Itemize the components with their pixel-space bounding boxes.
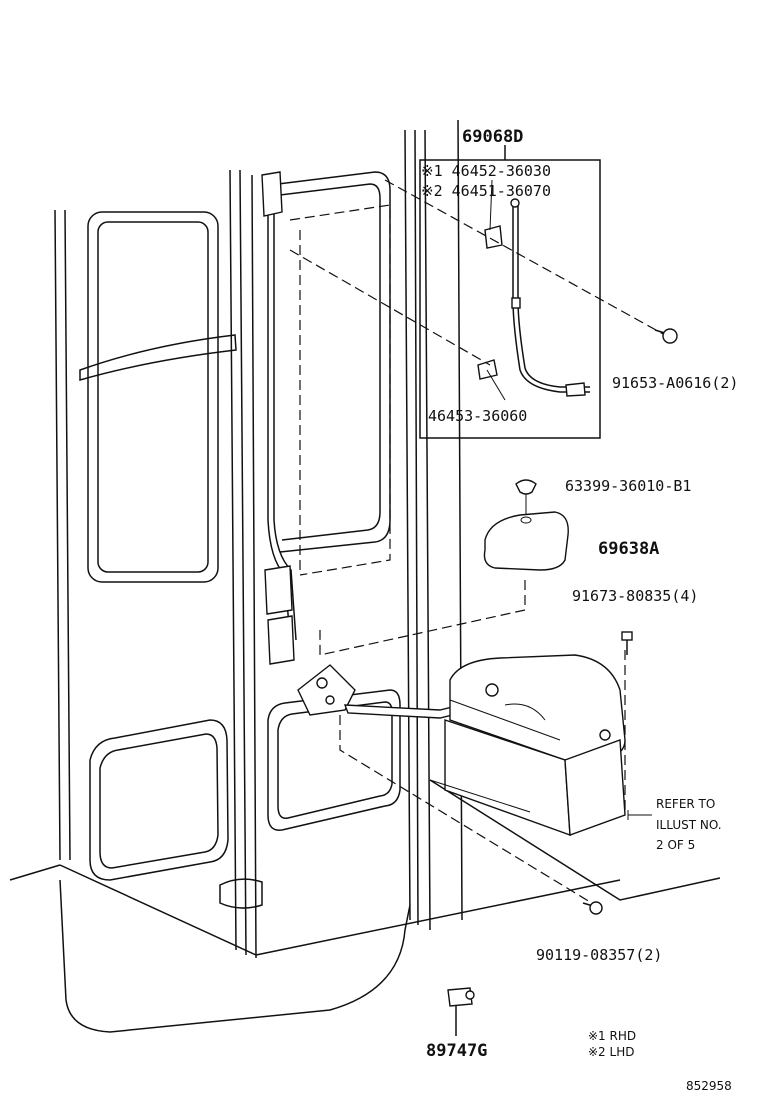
leader-lines — [289, 179, 666, 906]
callout-clip[interactable]: 46453-36060 — [428, 407, 527, 425]
callout-rhd-cable[interactable]: ※1 46452-36030 — [421, 162, 551, 180]
callout-bolt-bottom[interactable]: 90119-08357(2) — [536, 946, 662, 964]
callout-cover[interactable]: 69638A — [598, 539, 659, 559]
cable-routing — [261, 171, 297, 665]
bolt-cover — [621, 631, 633, 655]
bolt-top — [654, 328, 678, 344]
phantom-outline — [289, 204, 391, 576]
cable-kit-box — [419, 145, 601, 439]
illustration-number: 852958 — [686, 1079, 732, 1093]
callout-bolt-top[interactable]: 91653-A0616(2) — [612, 374, 738, 392]
body-frame — [9, 119, 721, 1033]
refer-note-line1: REFER TO — [656, 797, 715, 811]
legend-rhd: ※1 RHD — [588, 1029, 636, 1043]
battery-box — [429, 654, 626, 837]
callout-bolt-cover[interactable]: 91673-80835(4) — [572, 587, 698, 605]
bottom-part-shape — [447, 987, 475, 1036]
refer-note-line3: 2 OF 5 — [656, 838, 695, 852]
cover-part — [483, 511, 569, 571]
callout-cap[interactable]: 63399-36010-B1 — [565, 477, 691, 495]
legend-lhd: ※2 LHD — [588, 1045, 634, 1059]
refer-note-line2: ILLUST NO. — [656, 818, 722, 832]
refer-bracket — [627, 810, 652, 820]
callout-bottom-part[interactable]: 89747G — [426, 1041, 487, 1061]
callout-top-assembly[interactable]: 69068D — [462, 127, 523, 147]
bolt-bottom — [582, 901, 603, 915]
callout-lhd-cable[interactable]: ※2 46451-36070 — [421, 182, 551, 200]
